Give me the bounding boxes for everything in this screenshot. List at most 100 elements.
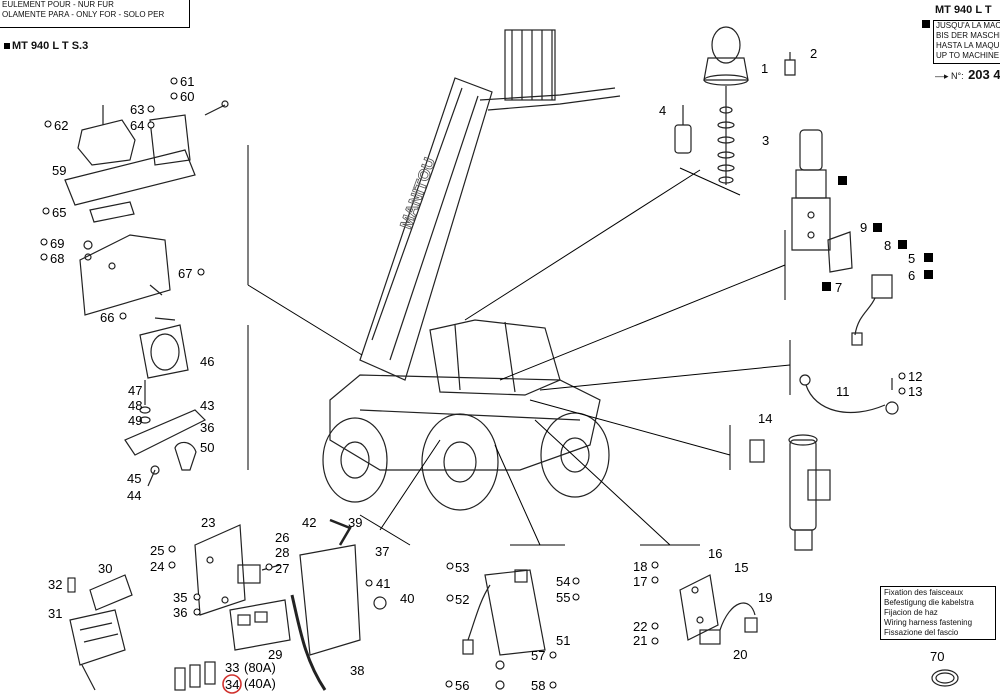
callout-5: 5 bbox=[908, 251, 915, 266]
header-left-line-2: OLAMENTE PARA - ONLY FOR - SOLO PER bbox=[2, 10, 165, 19]
callout-41: 41 bbox=[376, 576, 390, 591]
header-right-line-2: BIS DER MASCHIN bbox=[936, 31, 1000, 40]
callout-13: 13 bbox=[908, 384, 922, 399]
callout-42: 42 bbox=[302, 515, 316, 530]
callout-8: 8 bbox=[884, 238, 891, 253]
callout-35: 35 bbox=[173, 590, 187, 605]
marker-square-icon bbox=[924, 270, 933, 279]
header-left-model: MT 940 L T S.3 bbox=[4, 40, 88, 52]
callout-63: 63 bbox=[130, 102, 144, 117]
callout-61: 61 bbox=[180, 74, 194, 89]
callout-66: 66 bbox=[100, 310, 114, 325]
legend-line-4: Wiring harness fastening bbox=[884, 618, 973, 627]
cover-and-tube bbox=[290, 518, 387, 691]
callout-dot bbox=[651, 576, 659, 584]
header-right-line-1: JUSQU'A LA MACHI bbox=[936, 21, 1000, 30]
callout-64: 64 bbox=[130, 118, 144, 133]
callout-34: 34 bbox=[225, 677, 239, 692]
marker-square-icon bbox=[822, 282, 831, 291]
callout-dot bbox=[549, 681, 557, 689]
marker-square-icon bbox=[898, 240, 907, 249]
callout-62: 62 bbox=[54, 118, 68, 133]
model-marker-icon bbox=[922, 20, 930, 28]
relay-bracket bbox=[194, 524, 291, 651]
callout-36-upper: 36 bbox=[200, 420, 214, 435]
callout-69: 69 bbox=[50, 236, 64, 251]
callout-68: 68 bbox=[50, 251, 64, 266]
drawing: MANITOU bbox=[64, 26, 959, 691]
callout-25: 25 bbox=[150, 543, 164, 558]
fuse-rating-40a: (40A) bbox=[244, 676, 276, 691]
callout-54: 54 bbox=[556, 574, 570, 589]
bracket-group-mid-left bbox=[124, 380, 207, 487]
callout-26: 26 bbox=[275, 530, 289, 545]
callout-14: 14 bbox=[758, 411, 772, 426]
marker-square-icon bbox=[838, 176, 847, 185]
cable-11 bbox=[799, 374, 899, 415]
callout-37: 37 bbox=[375, 544, 389, 559]
callout-65: 65 bbox=[52, 205, 66, 220]
callout-17: 17 bbox=[633, 574, 647, 589]
legend-line-1: Fixation des faisceaux bbox=[884, 588, 964, 597]
callout-dot bbox=[147, 105, 155, 113]
callout-dot bbox=[42, 207, 50, 215]
horn bbox=[139, 317, 189, 379]
callout-dot bbox=[572, 577, 580, 585]
callout-23: 23 bbox=[201, 515, 215, 530]
callout-50: 50 bbox=[200, 440, 214, 455]
callout-58: 58 bbox=[531, 678, 545, 693]
callout-dot bbox=[446, 562, 454, 570]
bracket-group-top-left bbox=[64, 100, 229, 316]
callout-dot bbox=[265, 563, 273, 571]
callout-60: 60 bbox=[180, 89, 194, 104]
callout-27: 27 bbox=[275, 561, 289, 576]
callout-dot bbox=[446, 594, 454, 602]
callout-dot bbox=[193, 593, 201, 601]
callout-dot bbox=[170, 92, 178, 100]
header-left-line-1: EULEMENT POUR - NUR FUR bbox=[2, 0, 114, 9]
callout-12: 12 bbox=[908, 369, 922, 384]
callout-22: 22 bbox=[633, 619, 647, 634]
callout-dot bbox=[119, 312, 127, 320]
header-left-box: EULEMENT POUR - NUR FUR OLAMENTE PARA - … bbox=[0, 0, 190, 28]
callout-30: 30 bbox=[98, 561, 112, 576]
callout-51: 51 bbox=[556, 633, 570, 648]
legend-line-5: Fissazione del fascio bbox=[884, 628, 959, 637]
callout-6: 6 bbox=[908, 268, 915, 283]
fastening-legend: Fixation des faisceaux Befestigung die k… bbox=[880, 586, 996, 640]
fuse-rating-80a: (80A) bbox=[244, 660, 276, 675]
harness-bracket-right bbox=[679, 574, 758, 645]
callout-18: 18 bbox=[633, 559, 647, 574]
callout-dot bbox=[898, 387, 906, 395]
switch-assembly bbox=[791, 129, 893, 346]
callout-dot bbox=[170, 77, 178, 85]
callout-47: 47 bbox=[128, 383, 142, 398]
callout-49: 49 bbox=[128, 413, 142, 428]
callout-dot bbox=[898, 372, 906, 380]
callout-dot bbox=[40, 253, 48, 261]
callout-19: 19 bbox=[758, 590, 772, 605]
callout-31: 31 bbox=[48, 606, 62, 621]
header-right-model: MT 940 L T bbox=[935, 4, 992, 16]
model-marker-icon bbox=[4, 43, 10, 49]
callout-dot bbox=[193, 608, 201, 616]
leader-lines bbox=[247, 145, 791, 546]
callout-55: 55 bbox=[556, 590, 570, 605]
header-left-model-text: MT 940 L T S.3 bbox=[12, 40, 89, 52]
callout-52: 52 bbox=[455, 592, 469, 607]
callout-15: 15 bbox=[734, 560, 748, 575]
telehandler-machine: MANITOU bbox=[322, 29, 621, 511]
callout-53: 53 bbox=[455, 560, 469, 575]
header-right-box: JUSQU'A LA MACHI BIS DER MASCHIN HASTA L… bbox=[933, 20, 1000, 64]
callout-3: 3 bbox=[762, 133, 769, 148]
callout-33: 33 bbox=[225, 660, 239, 675]
callout-45: 45 bbox=[127, 471, 141, 486]
callout-1: 1 bbox=[761, 61, 768, 76]
callout-dot bbox=[549, 651, 557, 659]
header-right-serial: —▸ N°: 203 41 bbox=[935, 66, 1000, 84]
hose-clamp bbox=[931, 669, 959, 687]
callout-56: 56 bbox=[455, 678, 469, 693]
callout-dot bbox=[168, 561, 176, 569]
callout-32: 32 bbox=[48, 577, 62, 592]
